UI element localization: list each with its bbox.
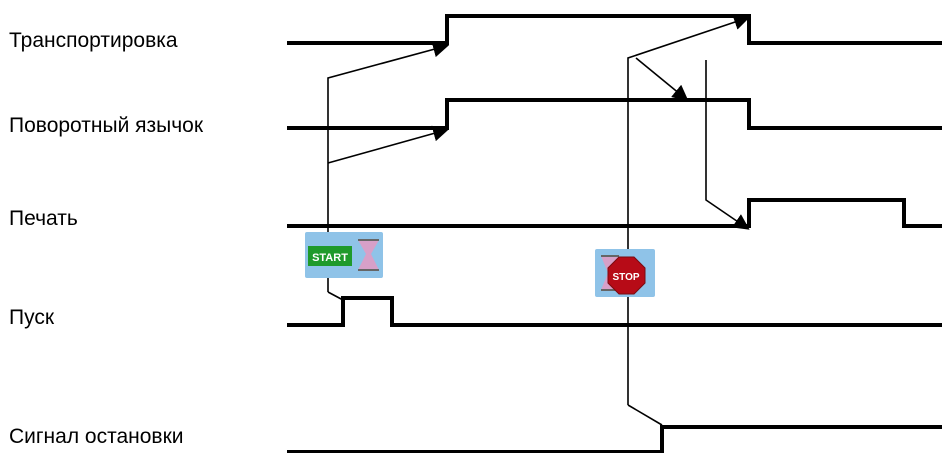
signal-trace-stop-signal: [287, 425, 942, 453]
signal-trace-print: [287, 198, 942, 228]
start-icon-text: START: [312, 252, 348, 264]
start-hourglass-icon: START: [305, 232, 383, 278]
stop-branch-vertical: [627, 404, 663, 426]
transport-to-print-arrow: [705, 60, 750, 230]
signal-trace-transport: [287, 14, 942, 45]
transport-to-rotary-arrow: [635, 57, 689, 102]
signal-label-stop-signal: Сигнал остановки: [9, 425, 184, 448]
start-to-transport-arrow: [327, 41, 450, 292]
signal-label-print: Печать: [9, 207, 78, 230]
signal-trace-start: [287, 296, 942, 327]
start-pulse-connector: [327, 291, 344, 301]
stop-to-transport-arrow: [627, 14, 751, 405]
stop-icon-text: STOP: [612, 272, 639, 283]
signal-trace-rotary-tongue: [287, 98, 942, 130]
stop-hourglass-icon: STOP: [595, 249, 655, 297]
start-to-rotary-tongue-arrow: [327, 125, 450, 164]
signal-label-transport: Транспортировка: [9, 29, 178, 52]
signal-label-rotary-tongue: Поворотный язычок: [9, 114, 204, 137]
signal-label-start: Пуск: [9, 306, 55, 329]
